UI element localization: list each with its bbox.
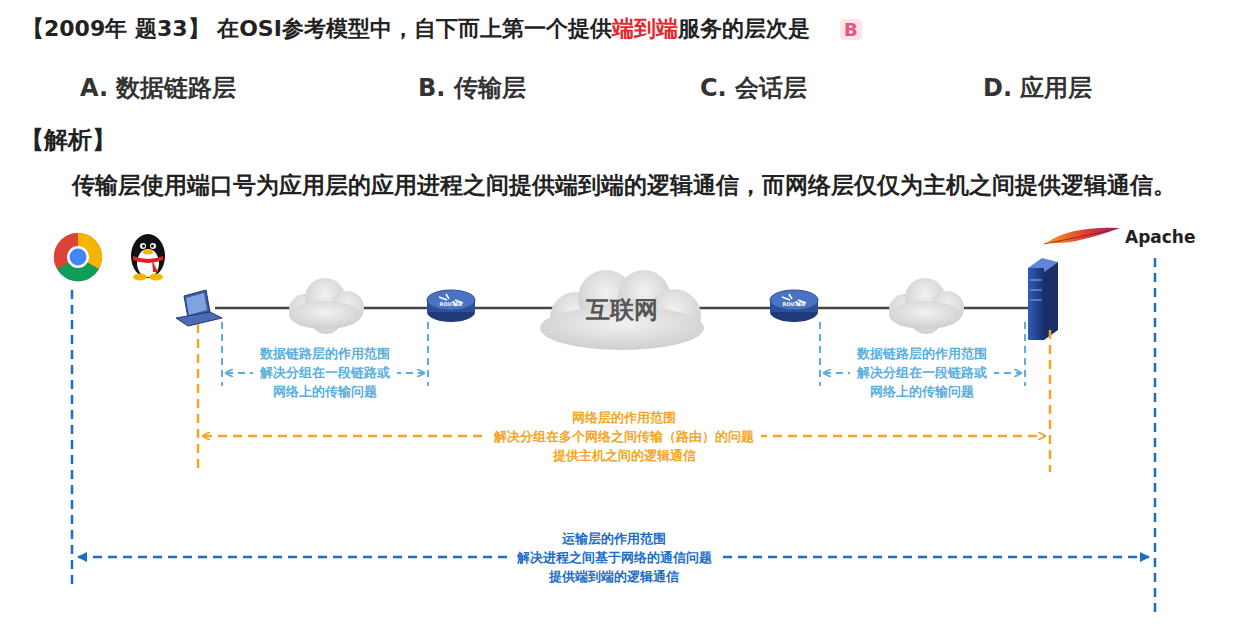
question-title: 【2009年 题33】 在OSI参考模型中，自下而上第一个提供端到端服务的层次是… — [22, 14, 862, 44]
cloud-label: 互联网 — [586, 294, 658, 326]
scope-boundary — [1154, 258, 1157, 614]
scope-boundary — [1024, 322, 1026, 386]
highlight-text: 端到端 — [612, 14, 678, 44]
lan-cloud — [889, 278, 964, 334]
section-heading: 【解析】 — [20, 124, 116, 156]
scope-label: 数据链路层的作用范围 解决分组在一段链路或 网络上的传输问题 — [253, 344, 397, 401]
scope-label: 网络层的作用范围 解决分组在多个网络之间传输（路由）的问题 提供主机之间的逻辑通… — [487, 408, 761, 465]
scope-label: 数据链路层的作用范围 解决分组在一段链路或 网络上的传输问题 — [850, 344, 994, 401]
router-icon — [770, 290, 818, 322]
question-title: 服务的层次是 — [678, 14, 810, 44]
option: C. 会话层 — [700, 72, 807, 104]
scope-boundary — [819, 322, 821, 386]
server-icon — [1028, 258, 1058, 340]
laptop-icon — [176, 290, 222, 326]
router-label: ROUTER — [783, 301, 806, 307]
question-title: 【2009年 题33】 在OSI参考模型中，自下而上第一个提供 — [22, 14, 612, 44]
scope-boundary — [221, 322, 223, 386]
lan-cloud — [289, 278, 364, 334]
router-icon — [427, 290, 475, 322]
router-label: ROUTER — [440, 301, 463, 307]
apache-feather-stem — [1044, 231, 1108, 244]
scope-boundary — [427, 322, 429, 386]
server-name: Apache — [1125, 227, 1196, 247]
answer-badge: B — [840, 19, 862, 40]
chrome-icon — [54, 233, 102, 281]
scope-boundary — [71, 290, 74, 590]
apache-feather — [1046, 228, 1120, 243]
option: A. 数据链路层 — [80, 72, 237, 104]
option: B. 传输层 — [418, 72, 526, 104]
scope-boundary — [197, 324, 200, 472]
internet-cloud: 互联网 — [536, 268, 708, 352]
scope-boundary — [1049, 330, 1052, 472]
explanation-text: 传输层使用端口号为应用层的应用进程之间提供端到端的逻辑通信，而网络层仅仅为主机之… — [72, 170, 1176, 201]
qq-icon — [131, 234, 165, 281]
option: D. 应用层 — [983, 72, 1092, 104]
scope-label: 运输层的作用范围 解决进程之间基于网络的通信问题 提供端到端的逻辑通信 — [508, 529, 720, 586]
